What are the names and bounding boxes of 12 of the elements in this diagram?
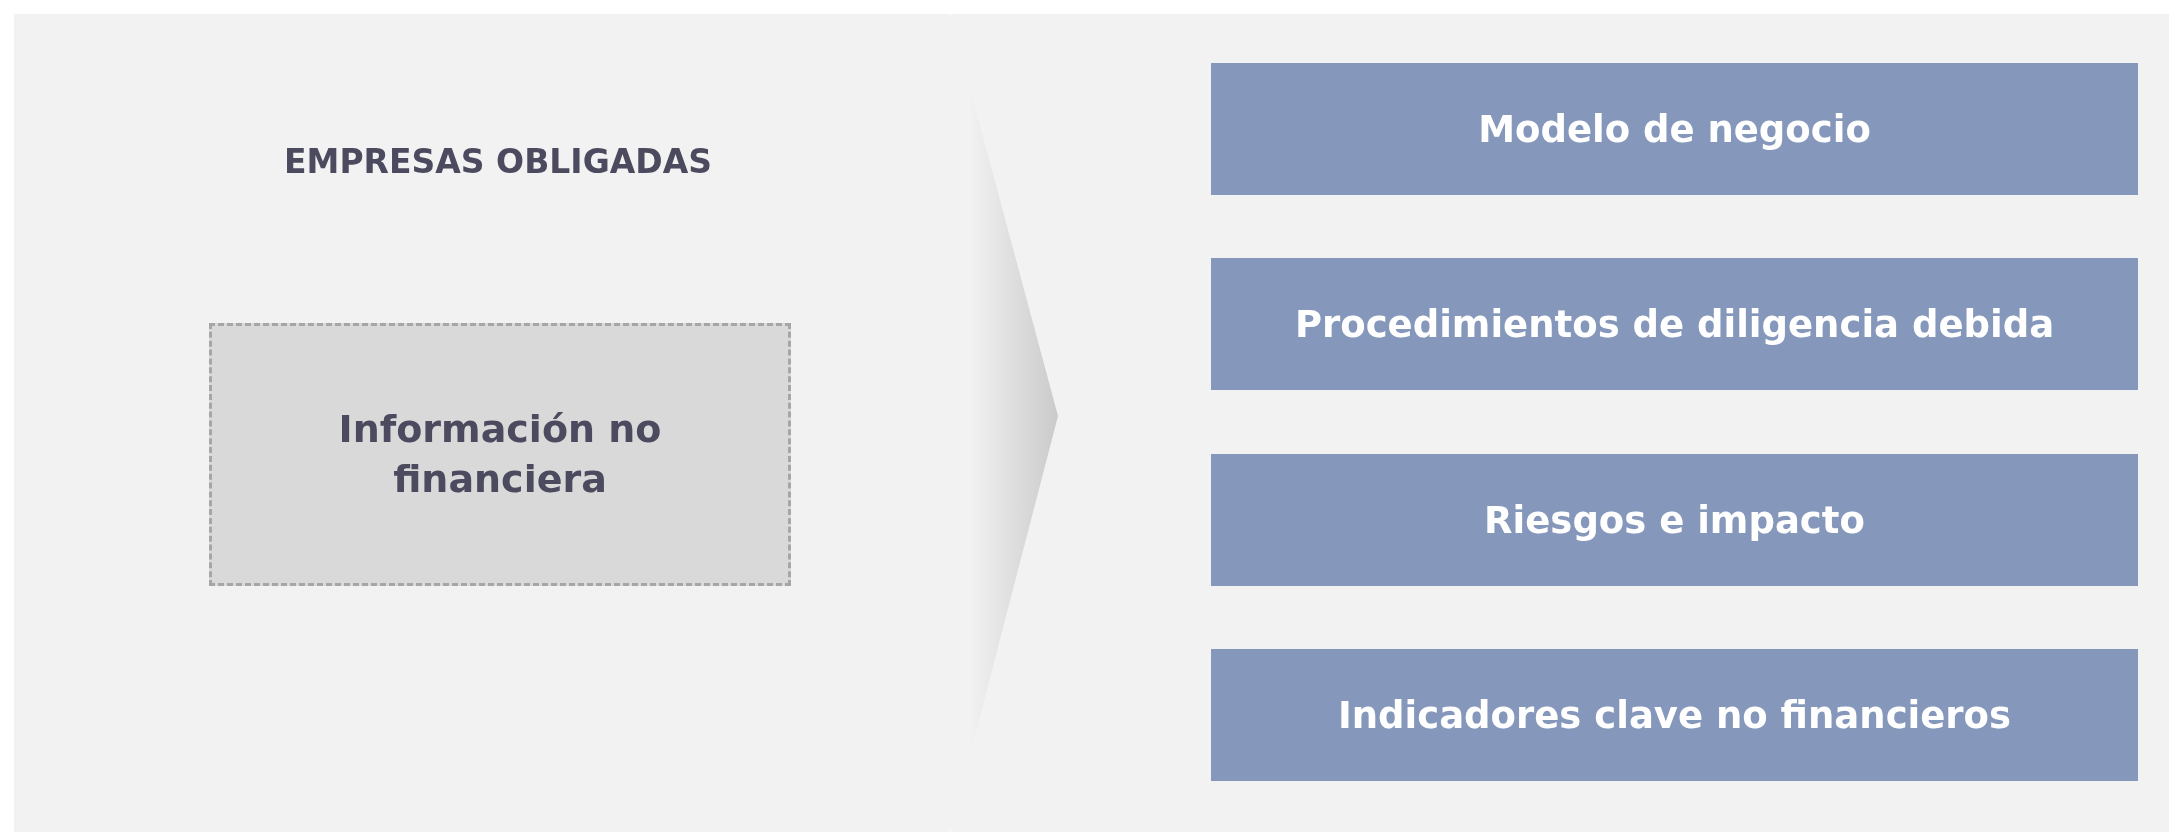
box-label: Indicadores clave no financieros — [1337, 693, 2012, 737]
topic-box — [1211, 258, 2138, 390]
topic-box — [1211, 649, 2138, 781]
box-label: Modelo de negocio — [1478, 107, 1871, 151]
chevron-panel — [14, 14, 950, 832]
box-label: Riesgos e impacto — [1484, 498, 1865, 542]
dashed-box — [209, 323, 791, 586]
panel-heading: EMPRESAS OBLIGADAS — [283, 142, 713, 181]
topic-box — [1211, 454, 2138, 586]
topic-box — [1211, 63, 2138, 195]
box-label: Información no financiera — [337, 406, 663, 503]
box-label: Procedimientos de diligencia debida — [1294, 302, 2055, 346]
